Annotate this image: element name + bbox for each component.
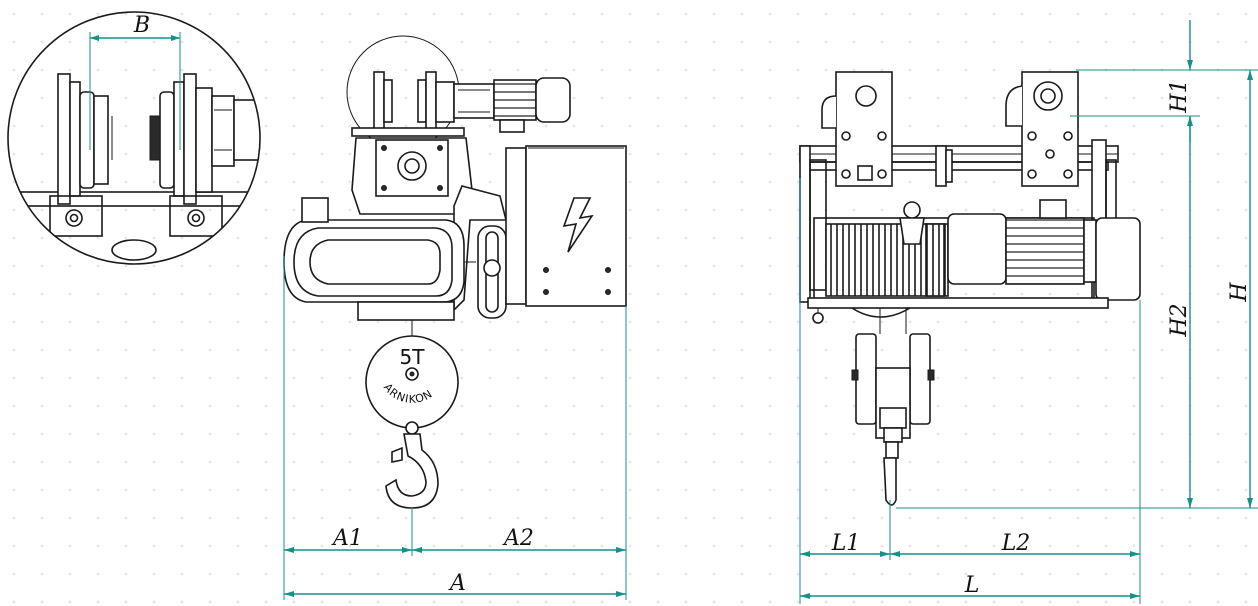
lightning-bolt-icon [562, 197, 594, 253]
capacity-label: 5T [400, 345, 426, 369]
hoist-side-view [799, 71, 1141, 506]
hoist-front-view: 5T ARNIKON [283, 35, 627, 509]
dimension-lines: B A1 A2 A L1 L2 [89, 13, 1258, 604]
dim-label-B: B [133, 13, 150, 38]
dim-label-A2: A2 [502, 526, 534, 551]
dim-label-H2: H2 [1167, 303, 1192, 337]
side-hook-icon [883, 457, 897, 506]
hook-icon [385, 433, 439, 509]
dim-label-A1: A1 [331, 526, 363, 551]
dim-label-A: A [448, 571, 466, 596]
dim-label-L1: L1 [831, 531, 861, 556]
hook-block: 5T ARNIKON [365, 335, 459, 509]
dim-label-H: H [1227, 282, 1252, 303]
dim-label-L: L [964, 573, 980, 598]
dim-label-L2: L2 [1001, 531, 1031, 556]
detail-view-wheel-gap [7, 11, 261, 265]
detail-circle-outline [7, 11, 261, 265]
dim-label-H1: H1 [1167, 79, 1192, 113]
